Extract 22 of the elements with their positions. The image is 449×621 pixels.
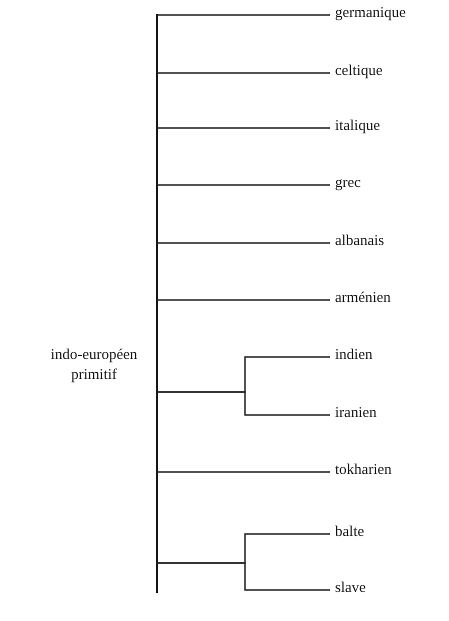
branch-label: italique: [335, 118, 380, 135]
tree-branch-line: [158, 14, 330, 16]
branch-label: albanais: [335, 233, 384, 250]
branch-label: celtique: [335, 63, 382, 80]
tree-branch-line: [158, 299, 330, 301]
tree-branch-line: [158, 391, 330, 416]
branch-label: arménien: [335, 290, 391, 307]
tree-branch-line: [158, 127, 330, 129]
root-label: indo-européen primitif: [50, 346, 138, 385]
branch-label: iranien: [335, 405, 377, 422]
tree-branch-line: [158, 72, 330, 74]
tree-trunk-line: [156, 14, 158, 593]
branch-label: grec: [335, 175, 361, 192]
branch-label: balte: [335, 524, 364, 541]
tree-branch-line: [158, 562, 330, 591]
branch-label: tokharien: [335, 462, 392, 479]
branch-label: germanique: [335, 5, 406, 22]
tree-branch-line: [158, 184, 330, 186]
branch-label: slave: [335, 580, 366, 597]
tree-branch-line: [158, 242, 330, 244]
branch-label: indien: [335, 347, 372, 364]
tree-branch-line: [158, 471, 330, 473]
